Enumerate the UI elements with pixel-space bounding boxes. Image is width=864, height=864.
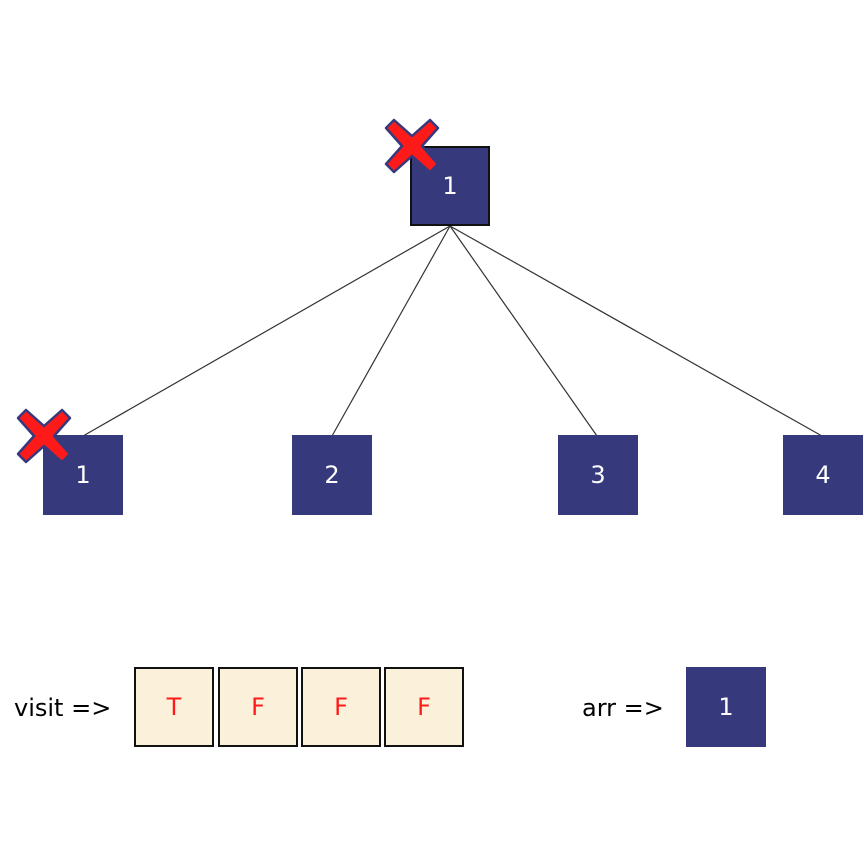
tree-root-label: 1: [442, 172, 458, 200]
arr-cell-value-1: 1: [718, 693, 734, 721]
visit-cell-4: F: [384, 667, 464, 747]
x-mark-icon: [16, 408, 72, 464]
arr-label: arr =>: [582, 694, 664, 722]
visit-cell-value-1: T: [166, 693, 182, 721]
tree-child-node-4: 4: [783, 435, 863, 515]
x-mark-icon: [384, 118, 440, 174]
visit-label: visit =>: [14, 694, 112, 722]
edge-root-child-4: [449, 225, 823, 437]
edge-root-child-2: [331, 225, 451, 437]
visit-cell-3: F: [301, 667, 381, 747]
edge-root-child-3: [449, 225, 598, 437]
tree-child-node-2: 2: [292, 435, 372, 515]
tree-child-label-3: 3: [590, 461, 606, 489]
tree-child-label-1: 1: [75, 461, 91, 489]
edge-root-child-1: [82, 225, 451, 437]
tree-child-label-4: 4: [815, 461, 831, 489]
visit-cell-2: F: [218, 667, 298, 747]
visit-cell-value-2: F: [251, 693, 265, 721]
visit-cell-value-4: F: [417, 693, 431, 721]
arr-cell-1: 1: [686, 667, 766, 747]
visit-cell-1: T: [134, 667, 214, 747]
visit-cell-value-3: F: [334, 693, 348, 721]
tree-child-label-2: 2: [324, 461, 340, 489]
tree-child-node-3: 3: [558, 435, 638, 515]
